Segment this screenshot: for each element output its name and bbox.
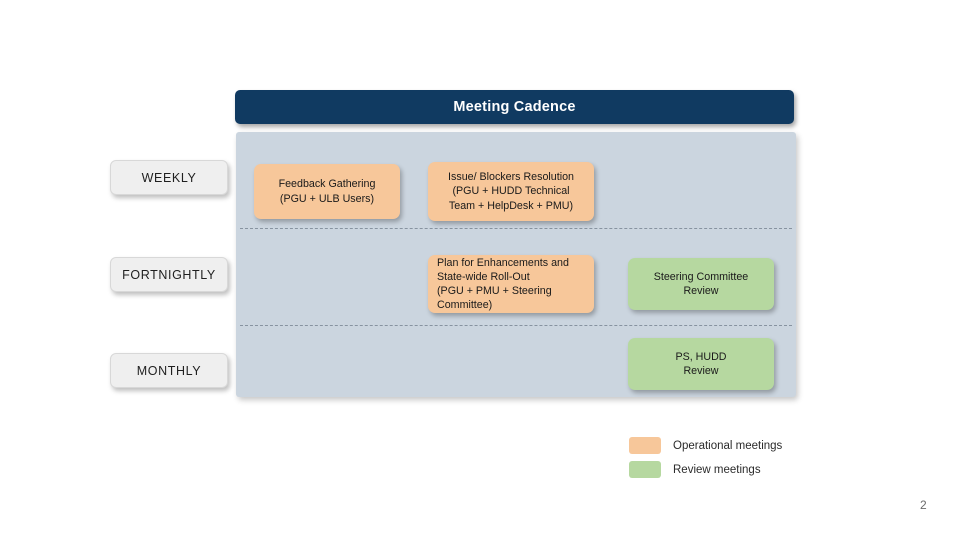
legend-swatch-review-icon: [629, 461, 661, 478]
legend-label-operational: Operational meetings: [673, 439, 783, 452]
legend-item-review: Review meetings: [629, 461, 782, 478]
legend-swatch-operational-icon: [629, 437, 661, 454]
cadence-label-fortnightly: FORTNIGHTLY: [110, 257, 228, 292]
meeting-box-steering-committee-review: Steering Committee Review: [628, 258, 774, 310]
cadence-label-fortnightly-text: FORTNIGHTLY: [122, 267, 216, 282]
meeting-box-plan-for-enhancements: Plan for Enhancements and State-wide Rol…: [428, 255, 594, 313]
row-divider-fortnightly-monthly: [240, 325, 792, 326]
legend: Operational meetings Review meetings: [629, 437, 782, 485]
meeting-box-issue-blockers-resolution: Issue/ Blockers Resolution (PGU + HUDD T…: [428, 162, 594, 221]
cadence-label-monthly: MONTHLY: [110, 353, 228, 388]
row-divider-weekly-fortnightly: [240, 228, 792, 229]
cadence-label-weekly: WEEKLY: [110, 160, 228, 195]
meeting-box-feedback-gathering: Feedback Gathering (PGU + ULB Users): [254, 164, 400, 219]
meeting-box-ps-hudd-review: PS, HUDD Review: [628, 338, 774, 390]
legend-label-review: Review meetings: [673, 463, 761, 476]
cadence-label-weekly-text: WEEKLY: [141, 170, 197, 185]
meeting-cadence-title-bar: Meeting Cadence: [235, 90, 794, 124]
page-title: Meeting Cadence: [453, 99, 576, 115]
cadence-label-monthly-text: MONTHLY: [136, 363, 202, 378]
legend-item-operational: Operational meetings: [629, 437, 782, 454]
page-number: 2: [920, 498, 927, 512]
